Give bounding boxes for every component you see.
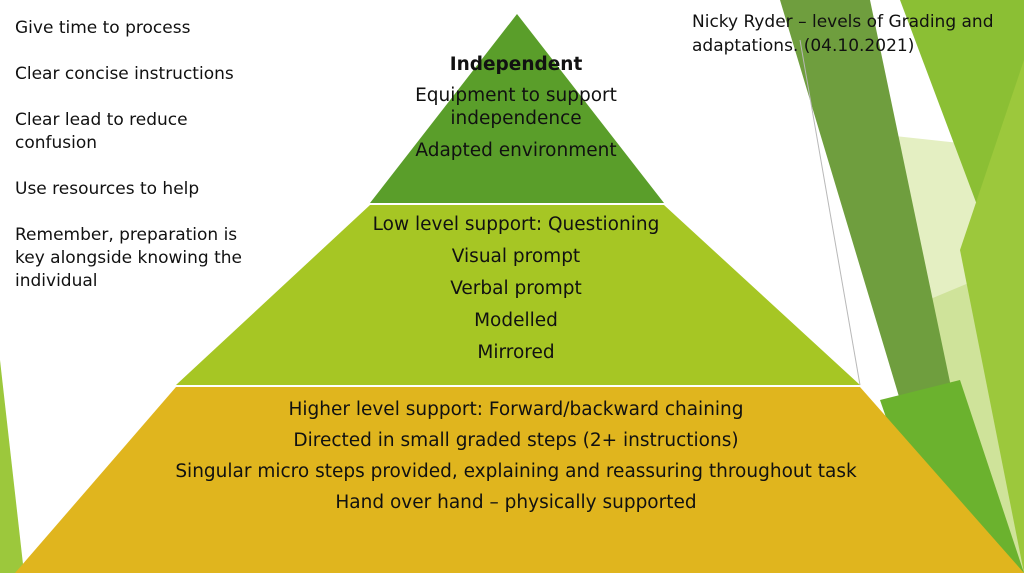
tip-item: Clear lead to reduce confusion bbox=[15, 110, 188, 153]
deco-shard-bright bbox=[880, 380, 1024, 573]
tier-middle-item: Low level support: Questioning bbox=[372, 214, 660, 235]
tip-item: Clear concise instructions bbox=[15, 64, 234, 84]
tips-list: Give time to process Clear concise instr… bbox=[15, 17, 260, 316]
tier-bottom-item: Singular micro steps provided, explainin… bbox=[175, 461, 857, 482]
credit-text: Nicky Ryder – levels of Grading and adap… bbox=[692, 12, 994, 56]
tier-top-item: Equipment to support independence bbox=[415, 85, 617, 129]
tier-bottom-item: Directed in small graded steps (2+ instr… bbox=[293, 430, 739, 451]
tip-item: Remember, preparation is key alongside k… bbox=[15, 225, 243, 291]
tier-bottom-text: Higher level support: Forward/backward c… bbox=[120, 398, 912, 514]
tier-middle-item: Visual prompt bbox=[451, 246, 581, 267]
deco-shard-dark bbox=[780, 0, 960, 430]
tier-top-heading: Independent bbox=[449, 54, 583, 75]
tier-top-item: Adapted environment bbox=[415, 140, 617, 161]
tier-middle-item: Modelled bbox=[474, 310, 558, 331]
tier-bottom-item: Hand over hand – physically supported bbox=[335, 492, 697, 513]
pyramid-tier-top bbox=[370, 14, 664, 203]
tier-bottom-item: Higher level support: Forward/backward c… bbox=[288, 399, 744, 420]
tier-top-text: Independent Equipment to support indepen… bbox=[380, 53, 652, 162]
pyramid-tier-middle bbox=[176, 205, 860, 385]
tier-middle-item: Mirrored bbox=[477, 342, 555, 363]
tier-middle-text: Low level support: Questioning Visual pr… bbox=[300, 209, 732, 369]
tip-item: Give time to process bbox=[15, 18, 191, 38]
pyramid-tier-bottom bbox=[15, 387, 1024, 573]
tip-item: Use resources to help bbox=[15, 179, 200, 199]
deco-shard-mid bbox=[960, 60, 1024, 573]
deco-shard-left bbox=[0, 360, 24, 573]
deco-line bbox=[799, 39, 861, 386]
tier-middle-item: Verbal prompt bbox=[450, 278, 582, 299]
